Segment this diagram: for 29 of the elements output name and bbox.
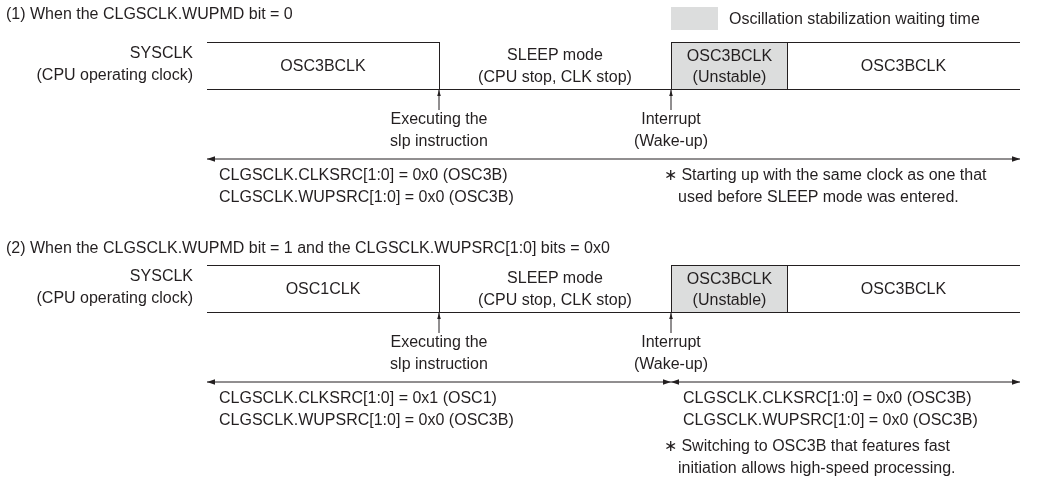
footnote: ∗ Switching to OSC3B that features fast initiation allows high-speed processing. [664,436,957,478]
signal-name: SYSCLK [129,266,193,286]
annotation-text: Executing the slp instruction [383,331,495,375]
annotation-text: Interrupt (Wake-up) [629,108,713,152]
signal-description: (CPU operating clock) [36,65,193,85]
arrow [669,89,673,111]
clock-segment: OSC3BCLK [207,42,440,90]
clock-segment: OSC1CLK [207,265,440,313]
annotation-text: Executing the slp instruction [383,108,495,152]
clock-segment: OSC3BCLK [787,42,1020,90]
clock-segment: OSC3BCLK [787,265,1020,313]
arrow [669,312,673,334]
footnote: ∗ Starting up with the same clock as one that used before SLEEP mode was entered. [664,165,988,207]
section-heading: (2) When the CLGSCLK.WUPMD bit = 1 and the CLGSCLK.WUPSRC[1:0] bits = 0x0 [6,238,610,258]
arrow [437,312,441,334]
register-setting: CLGSCLK.WUPSRC[1:0] = 0x0 (OSC3B) [683,410,978,430]
annotation-text: Interrupt (Wake-up) [629,331,713,375]
section-heading: (1) When the CLGSCLK.WUPMD bit = 0 [6,4,293,24]
register-setting: CLGSCLK.CLKSRC[1:0] = 0x1 (OSC1) [219,388,497,408]
legend-label: Oscillation stabilization waiting time [729,9,980,29]
signal-description: (CPU operating clock) [36,288,193,308]
unstable-clock-segment: OSC3BCLK (Unstable) [671,265,788,313]
unstable-clock-segment: OSC3BCLK (Unstable) [671,42,788,90]
arrow [437,89,441,111]
register-setting: CLGSCLK.CLKSRC[1:0] = 0x0 (OSC3B) [219,165,508,185]
register-setting: CLGSCLK.WUPSRC[1:0] = 0x0 (OSC3B) [219,410,514,430]
register-setting: CLGSCLK.CLKSRC[1:0] = 0x0 (OSC3B) [683,388,972,408]
register-setting: CLGSCLK.WUPSRC[1:0] = 0x0 (OSC3B) [219,187,514,207]
signal-name: SYSCLK [129,43,193,63]
